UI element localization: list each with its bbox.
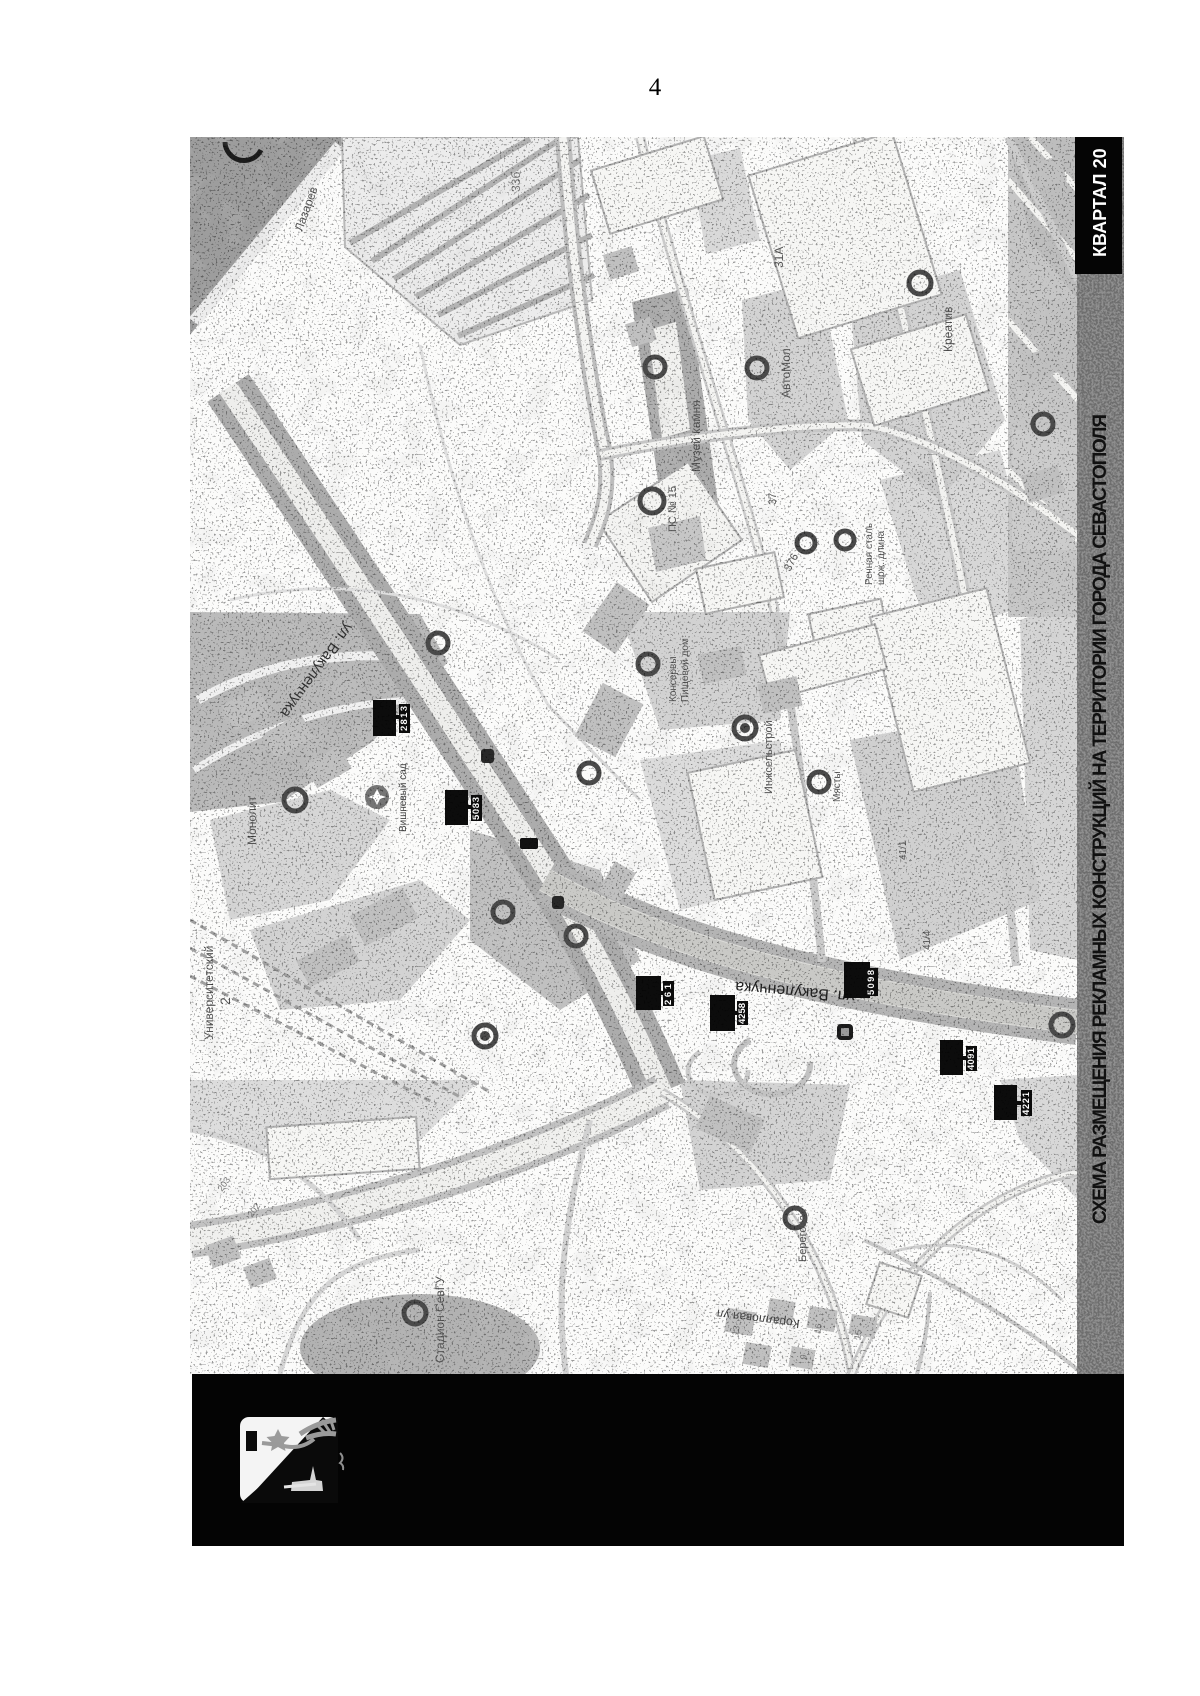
svg-text:КВАРТАЛ 20: КВАРТАЛ 20 [1090,148,1110,257]
svg-text:4: 4 [649,74,662,101]
svg-text:СХЕМА РАЗМЕЩЕНИЯ РЕКЛАМНЫХ КОН: СХЕМА РАЗМЕЩЕНИЯ РЕКЛАМНЫХ КОНСТРУКЦИЙ Н… [1089,414,1111,1224]
